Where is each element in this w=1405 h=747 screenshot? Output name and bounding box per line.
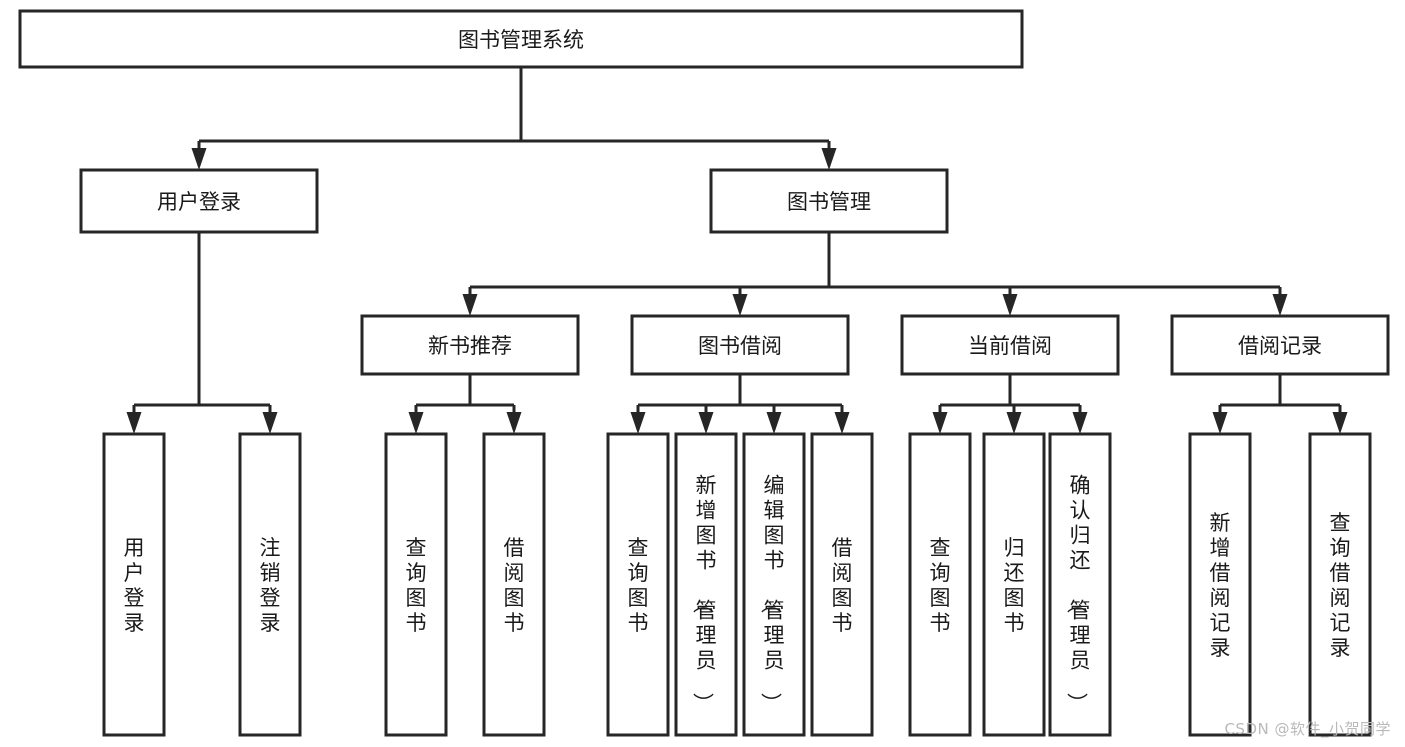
node-leaf-nb-query[interactable]: 查询图书: [384, 432, 448, 737]
node-label: 借阅图书: [832, 536, 853, 635]
arrow-head-icon: [766, 412, 782, 434]
arrow-head-icon: [1212, 412, 1228, 434]
arrow-head-icon: [408, 412, 424, 434]
arrow-head-icon: [1272, 294, 1288, 316]
node-label: 借阅图书: [504, 536, 525, 635]
node-label: 查询图书: [628, 536, 649, 635]
arrow-head-icon: [1072, 412, 1088, 434]
node-label: 用户登录: [157, 190, 241, 214]
arrow-head-icon: [262, 412, 278, 434]
arrow-head-icon: [932, 412, 948, 434]
node-label: 当前借阅: [968, 334, 1052, 358]
node-label: 新增借阅记录: [1210, 511, 1231, 660]
edge-from-bookmgmt: [462, 232, 1288, 316]
node-newbook[interactable]: 新书推荐: [360, 314, 580, 376]
node-label: 新增图书（管理员）: [691, 474, 717, 714]
node-leaf-re-query[interactable]: 查询借阅记录: [1308, 432, 1372, 737]
node-box: [18, 9, 1024, 69]
edge-from-login: [126, 232, 278, 434]
node-current[interactable]: 当前借阅: [900, 314, 1120, 376]
node-leaf-bo-edit[interactable]: 编辑图书（管理员）: [742, 432, 806, 737]
node-label: 借阅记录: [1238, 334, 1322, 358]
node-layer: 图书管理系统用户登录图书管理新书推荐图书借阅当前借阅借阅记录用户登录注销登录查询…: [18, 9, 1390, 737]
node-leaf-re-add[interactable]: 新增借阅记录: [1188, 432, 1252, 737]
edge-from-root: [191, 67, 837, 170]
node-box: [982, 432, 1046, 737]
node-box: [79, 168, 319, 234]
arrow-head-icon: [698, 412, 714, 434]
node-box: [606, 432, 670, 737]
node-label: 图书管理: [787, 190, 871, 214]
node-label: 确认归还（管理员）: [1065, 474, 1091, 714]
node-box: [810, 432, 874, 737]
node-box: [709, 168, 949, 234]
arrow-head-icon: [191, 148, 207, 170]
arrow-head-icon: [1006, 412, 1022, 434]
node-label: 编辑图书（管理员）: [759, 474, 785, 714]
arrow-head-icon: [1332, 412, 1348, 434]
arrow-head-icon: [732, 294, 748, 316]
edge-from-newbook: [408, 374, 522, 434]
node-bookmgmt[interactable]: 图书管理: [709, 168, 949, 234]
node-label: 新书推荐: [428, 334, 512, 358]
node-box: [674, 432, 738, 737]
arrow-head-icon: [462, 294, 478, 316]
node-borrow[interactable]: 图书借阅: [630, 314, 850, 376]
node-box: [908, 432, 972, 737]
node-label: 查询借阅记录: [1330, 511, 1351, 660]
node-box: [384, 432, 448, 737]
node-box: [238, 432, 302, 737]
arrow-head-icon: [126, 412, 142, 434]
node-label: 注销登录: [260, 536, 281, 635]
node-root[interactable]: 图书管理系统: [18, 9, 1024, 69]
edge-from-record: [1212, 374, 1348, 434]
node-box: [1170, 314, 1390, 376]
arrow-head-icon: [630, 412, 646, 434]
node-box: [900, 314, 1120, 376]
arrow-head-icon: [834, 412, 850, 434]
arrow-head-icon: [821, 148, 837, 170]
connector-layer: [126, 67, 1348, 434]
node-box: [482, 432, 546, 737]
node-box: [1048, 432, 1112, 737]
node-label: 归还图书: [1004, 536, 1025, 635]
node-label: 用户登录: [124, 536, 145, 635]
node-label: 查询图书: [406, 536, 427, 635]
node-leaf-bo-add[interactable]: 新增图书（管理员）: [674, 432, 738, 737]
node-leaf-user-logout[interactable]: 注销登录: [238, 432, 302, 737]
node-label: 查询图书: [930, 536, 951, 635]
node-leaf-cu-query[interactable]: 查询图书: [908, 432, 972, 737]
node-box: [1188, 432, 1252, 737]
node-box: [742, 432, 806, 737]
node-box: [1308, 432, 1372, 737]
node-leaf-cu-confirm[interactable]: 确认归还（管理员）: [1048, 432, 1112, 737]
node-leaf-cu-return[interactable]: 归还图书: [982, 432, 1046, 737]
node-login[interactable]: 用户登录: [79, 168, 319, 234]
node-label: 图书借阅: [698, 334, 782, 358]
node-box: [630, 314, 850, 376]
watermark-text: CSDN @软件_小贺同学: [1224, 720, 1391, 738]
arrow-head-icon: [1002, 294, 1018, 316]
node-leaf-user-login[interactable]: 用户登录: [102, 432, 166, 737]
node-record[interactable]: 借阅记录: [1170, 314, 1390, 376]
node-box: [102, 432, 166, 737]
node-leaf-bo-borrow[interactable]: 借阅图书: [810, 432, 874, 737]
edge-from-current: [932, 374, 1088, 434]
node-leaf-bo-query[interactable]: 查询图书: [606, 432, 670, 737]
node-label: 图书管理系统: [458, 28, 584, 52]
node-box: [360, 314, 580, 376]
arrow-head-icon: [506, 412, 522, 434]
node-leaf-nb-borrow[interactable]: 借阅图书: [482, 432, 546, 737]
edge-from-borrow: [630, 374, 850, 434]
